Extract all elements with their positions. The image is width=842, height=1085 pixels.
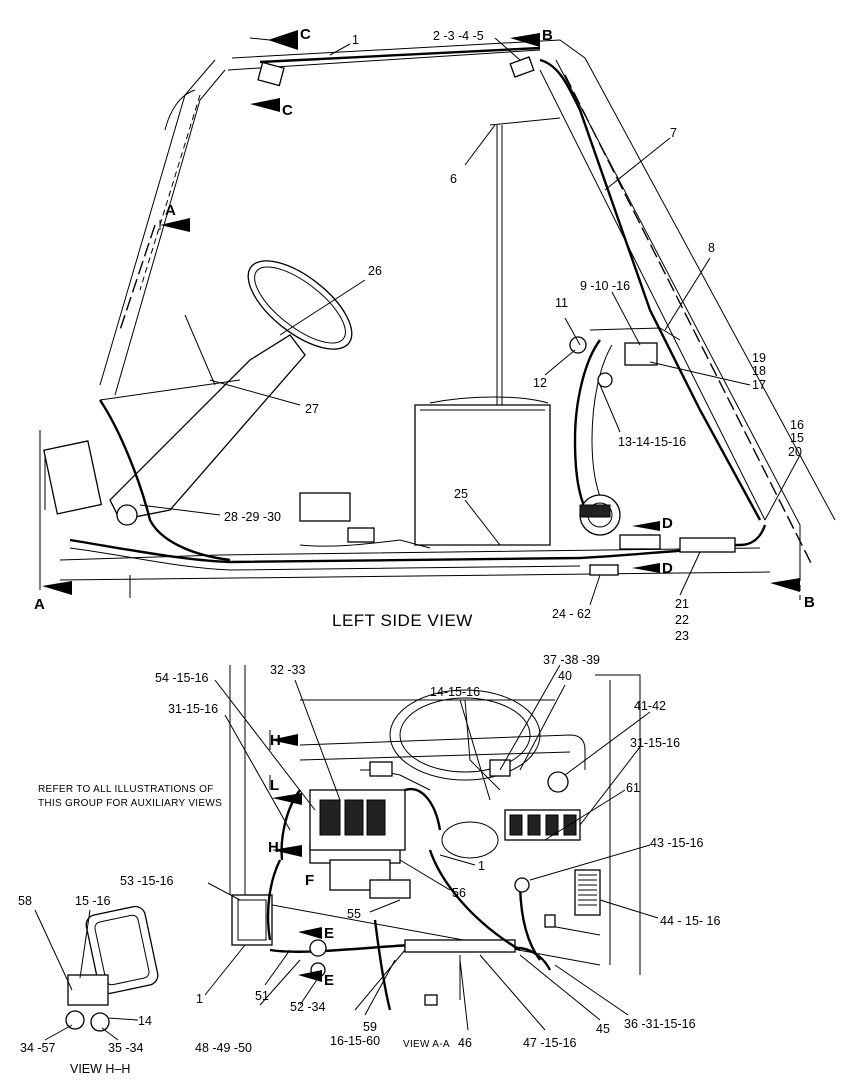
callout-51: 51 xyxy=(255,989,269,1003)
section-marker-a-lower: A xyxy=(34,596,45,613)
view-aa-title: VIEW A-A xyxy=(403,1039,450,1050)
control-module xyxy=(231,894,273,946)
callout-21: 21 xyxy=(675,597,689,611)
callout-16-15-60: 16-15-60 xyxy=(330,1034,380,1048)
refer-note: REFER TO ALL ILLUSTRATIONS OF THIS GROUP… xyxy=(38,784,222,809)
callout-44-15-16: 44 - 15- 16 xyxy=(660,914,721,928)
operator-seat xyxy=(414,396,551,546)
callout-28-29-30: 28 -29 -30 xyxy=(224,510,281,524)
callout-8: 8 xyxy=(708,241,715,255)
callout-14-15-16: 14-15-16 xyxy=(430,685,480,699)
steering-wheel xyxy=(247,260,353,350)
section-marker-e-lower: E xyxy=(324,972,334,989)
callout-43-15-16: 43 -15-16 xyxy=(650,836,704,850)
section-marker-h-lower: H xyxy=(268,839,279,856)
callout-41-42: 41-42 xyxy=(634,699,666,713)
callout-34-57: 34 -57 xyxy=(20,1041,55,1055)
section-marker-b-lower: B xyxy=(804,594,815,611)
callout-6: 6 xyxy=(450,172,457,186)
callout-26: 26 xyxy=(368,264,382,278)
callout-19: 19 xyxy=(752,351,766,365)
callout-47-15-16: 47 -15-16 xyxy=(523,1036,577,1050)
section-marker-c: C xyxy=(300,26,311,43)
callout-37-38-39: 37 -38 -39 xyxy=(543,653,600,667)
callout-11: 11 xyxy=(555,296,568,310)
callout-54-15-16: 54 -15-16 xyxy=(155,671,209,685)
callout-14: 14 xyxy=(138,1014,152,1028)
section-marker-l: L xyxy=(270,777,279,794)
callouts-upper: 1 2 -3 -4 -5 6 7 8 9 -10 -16 11 12 19 18… xyxy=(224,29,804,643)
callout-2-3-4-5: 2 -3 -4 -5 xyxy=(433,29,484,43)
section-marker-b: B xyxy=(542,27,553,44)
callout-9-10-16: 9 -10 -16 xyxy=(580,279,630,293)
callout-13-14-15-16: 13-14-15-16 xyxy=(618,435,686,449)
callout-46: 46 xyxy=(458,1036,472,1050)
callout-15: 15 xyxy=(790,431,804,445)
left-side-view-title: LEFT SIDE VIEW xyxy=(332,611,473,630)
callouts-lower: 54 -15-16 32 -33 37 -38 -39 40 14-15-16 … xyxy=(18,653,721,1055)
section-markers-lower: H L H F E E xyxy=(268,730,334,989)
callout-20: 20 xyxy=(788,445,802,459)
callout-45: 45 xyxy=(596,1022,610,1036)
callout-23: 23 xyxy=(675,629,689,643)
view-hh-title: VIEW H–H xyxy=(70,1062,130,1076)
section-marker-c-lower: C xyxy=(282,102,293,119)
callout-55: 55 xyxy=(347,907,361,921)
view-hh-inset xyxy=(34,905,159,1041)
callout-56: 56 xyxy=(452,886,466,900)
callout-61: 61 xyxy=(626,781,640,795)
section-markers-upper: C C B B A A D D xyxy=(34,26,815,613)
callout-7: 7 xyxy=(670,126,677,140)
callout-1-lower: 1 xyxy=(478,859,485,873)
callout-40: 40 xyxy=(558,669,572,683)
callout-31-15-16-right: 31-15-16 xyxy=(630,736,680,750)
relay-box xyxy=(624,342,658,366)
left-side-view xyxy=(39,39,836,600)
section-marker-d: D xyxy=(662,515,673,532)
section-marker-d-lower: D xyxy=(662,560,673,577)
leader-lines-lower xyxy=(204,664,659,1031)
callout-12: 12 xyxy=(533,376,547,390)
callout-48-49-50: 48 -49 -50 xyxy=(195,1041,252,1055)
leader-lines-upper xyxy=(139,37,801,606)
callout-22: 22 xyxy=(675,613,689,627)
callout-53-15-16: 53 -15-16 xyxy=(120,874,174,888)
callout-35-34: 35 -34 xyxy=(108,1041,143,1055)
label-text: REFER TO ALL ILLUSTRATIONS OF xyxy=(38,784,214,795)
section-marker-e: E xyxy=(324,925,334,942)
callout-17: 17 xyxy=(752,378,766,392)
callout-58: 58 xyxy=(18,894,32,908)
section-marker-f: F xyxy=(305,872,314,889)
callout-25: 25 xyxy=(454,487,468,501)
callout-32-33: 32 -33 xyxy=(270,663,305,677)
callout-52-34: 52 -34 xyxy=(290,1000,325,1014)
callout-1-view: 1 xyxy=(196,992,203,1006)
callout-36-31-15-16: 36 -31-15-16 xyxy=(624,1017,696,1031)
view-aa xyxy=(229,665,641,1011)
callout-24-62: 24 - 62 xyxy=(552,607,591,621)
callout-59: 59 xyxy=(363,1020,377,1034)
label-text: THIS GROUP FOR AUXILIARY VIEWS xyxy=(38,798,222,809)
callout-16: 16 xyxy=(790,418,804,432)
callout-15-16: 15 -16 xyxy=(75,894,110,908)
callout-1: 1 xyxy=(352,33,359,47)
callout-27: 27 xyxy=(305,402,319,416)
dome-light xyxy=(257,61,285,87)
callout-31-15-16-left: 31-15-16 xyxy=(168,702,218,716)
section-marker-a: A xyxy=(165,202,176,219)
callout-18: 18 xyxy=(752,364,766,378)
section-marker-h: H xyxy=(270,732,281,749)
